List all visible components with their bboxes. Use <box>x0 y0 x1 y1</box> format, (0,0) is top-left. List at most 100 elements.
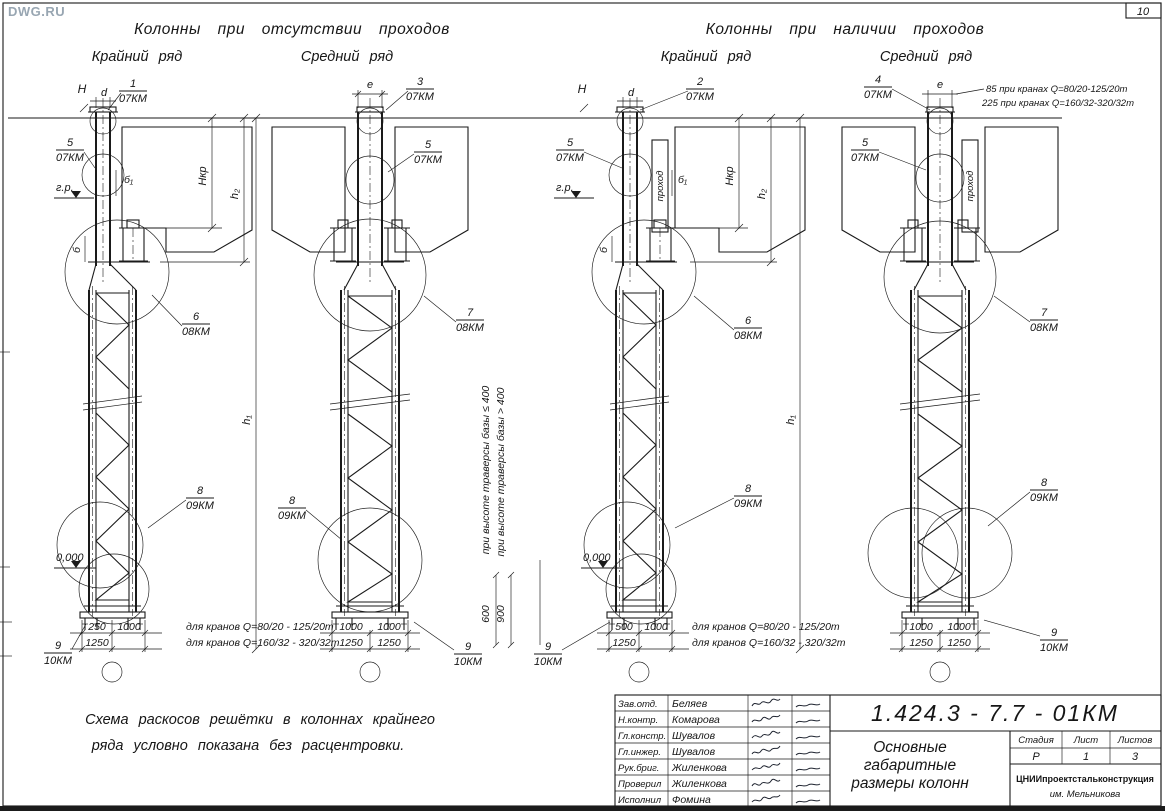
dim-1000: 1000 <box>644 621 668 633</box>
row-role: Проверил <box>618 779 662 790</box>
dim-Hcr: Нкр <box>160 113 222 233</box>
console <box>615 261 677 291</box>
svg-text:габаритные: габаритные <box>864 757 957 774</box>
crane-note-2: для кранов Q=160/32 - 320/32т <box>186 637 340 649</box>
detail-circle-console <box>64 219 170 325</box>
roof-truss-right <box>984 126 1059 253</box>
detail-circle-console <box>883 220 997 334</box>
dim-1250-l: 1250 <box>909 637 933 649</box>
svg-text:08КМ: 08КМ <box>734 330 763 342</box>
col2-subtitle: Средний ряд <box>301 49 393 65</box>
svg-text:7: 7 <box>1041 307 1048 319</box>
detail-circle-shaft <box>345 155 395 205</box>
col3-subtitle: Крайний ряд <box>661 49 752 65</box>
svg-text:0,000: 0,000 <box>56 552 84 564</box>
svg-text:б₁: б₁ <box>124 174 134 186</box>
dim-b1: б₁ <box>115 170 134 196</box>
callout-9-10km: 9 10КМ <box>413 621 483 668</box>
detail-circle-base-2 <box>605 553 677 625</box>
dim-Hcr: Нкр <box>690 113 748 233</box>
svg-text:9: 9 <box>1051 627 1057 639</box>
detail-circle-base <box>317 507 423 613</box>
detail-circle-cap <box>616 107 644 135</box>
column-base <box>901 605 979 630</box>
callout-8-09km: 8 09КМ <box>674 483 763 529</box>
callout-5-07km: 5 07КМ <box>556 137 623 169</box>
crane-girder <box>646 219 675 262</box>
callout-4-07km: 4 07КМ <box>864 74 931 111</box>
note-line-1: Схема раскосов решётки в колоннах крайне… <box>85 712 435 728</box>
svg-text:07КМ: 07КМ <box>119 93 148 105</box>
axis-bubble <box>101 661 123 683</box>
corner-sheet-number: 10 <box>1137 6 1150 18</box>
row-role: Исполнил <box>618 795 662 806</box>
console <box>906 261 974 291</box>
passage-strip: проход <box>651 139 669 233</box>
callout-1-07km: 1 07КМ <box>107 78 148 111</box>
svg-text:0,000: 0,000 <box>583 552 611 564</box>
svg-text:h₁: h₁ <box>241 415 253 425</box>
svg-text:г.р.: г.р. <box>556 182 574 194</box>
svg-text:07КМ: 07КМ <box>406 91 435 103</box>
console <box>88 261 150 291</box>
crane-girder-left <box>900 219 926 262</box>
lattice-shaft <box>609 286 670 616</box>
row-role: Гл.констр. <box>618 731 666 742</box>
lattice-shaft <box>82 286 143 616</box>
dim-H-label: Н <box>578 82 587 96</box>
dim-1000-r: 1000 <box>947 621 971 633</box>
svg-text:Нкр: Нкр <box>197 166 209 185</box>
sheets-label: Листов <box>1117 735 1153 746</box>
stage-value: Р <box>1032 751 1040 763</box>
row-name: Шувалов <box>672 746 716 758</box>
lattice-shaft <box>899 286 981 616</box>
svg-text:8: 8 <box>745 483 752 495</box>
sheet-label: Лист <box>1073 735 1099 746</box>
crane-note-2: для кранов Q=160/32 - 320/32т <box>692 637 846 649</box>
callout-6-08km: 6 08КМ <box>151 294 211 338</box>
svg-text:размеры колонн: размеры колонн <box>850 775 969 792</box>
crane-note-1: для кранов Q=80/20 - 125/20т <box>186 621 334 633</box>
bottom-dimensions: 500 1000 1250 для кранов Q=80/20 - 125/2… <box>597 620 846 653</box>
right-group-title: Колонны при наличии проходов <box>706 21 984 38</box>
dim-250: 250 <box>87 621 106 633</box>
callout-8-09km: 8 09КМ <box>147 485 215 529</box>
callout-6-08km: 6 08КМ <box>693 295 763 342</box>
svg-text:09КМ: 09КМ <box>1030 492 1059 504</box>
svg-text:8: 8 <box>289 495 296 507</box>
detail-circle-console <box>313 218 427 332</box>
row-name: Комарова <box>672 714 720 726</box>
crane-girder-right <box>954 219 980 262</box>
crane-girder <box>119 219 148 262</box>
svg-text:10КМ: 10КМ <box>454 656 483 668</box>
dim-1250-l: 1250 <box>339 637 363 649</box>
stage-sheet-cells: Стадия Лист Листов Р 1 3 <box>1018 735 1152 763</box>
svg-text:Основные: Основные <box>873 739 947 756</box>
column-4-middle-passage: 4 07КМ e 85 при кранах Q=80/20-125/20т 2… <box>841 74 1134 683</box>
svg-text:07КМ: 07КМ <box>864 89 893 101</box>
detail-circle-base-2 <box>921 507 1013 599</box>
dim-e-label: e <box>367 79 373 91</box>
row-name: Жиленкова <box>671 762 727 774</box>
bottom-dimensions: 1000 1000 1250 1250 <box>320 620 420 653</box>
detail-circle-shaft <box>915 153 965 203</box>
column-base <box>606 605 673 630</box>
gap-note-1: 85 при кранах Q=80/20-125/20т <box>986 84 1128 95</box>
dim-h2: h₂ <box>160 113 250 267</box>
column-2-middle-no-passage: e 3 07КМ 5 07КМ <box>271 76 485 683</box>
drawing-title: Основные габаритные размеры колонн <box>850 739 969 792</box>
dim-H-label: Н <box>78 82 87 96</box>
detail-circle-cap <box>926 107 954 135</box>
detail-circle-shaft <box>81 153 125 197</box>
svg-text:09КМ: 09КМ <box>186 500 215 512</box>
svg-text:4: 4 <box>875 74 881 86</box>
callout-9-10km: 9 10КМ <box>44 623 87 667</box>
dim-d-label: d <box>101 87 108 99</box>
traverse-note-1: при высоте траверсы базы ≤ 400 <box>480 386 492 555</box>
svg-text:07КМ: 07КМ <box>556 152 585 164</box>
column-3-edge-passage: Н d 2 07КМ 5 07КМ г.р. проход <box>534 76 846 683</box>
dim-h1-left: h₁ <box>241 113 261 654</box>
dim-1250-r: 1250 <box>377 637 401 649</box>
dim-d-label: d <box>628 87 635 99</box>
